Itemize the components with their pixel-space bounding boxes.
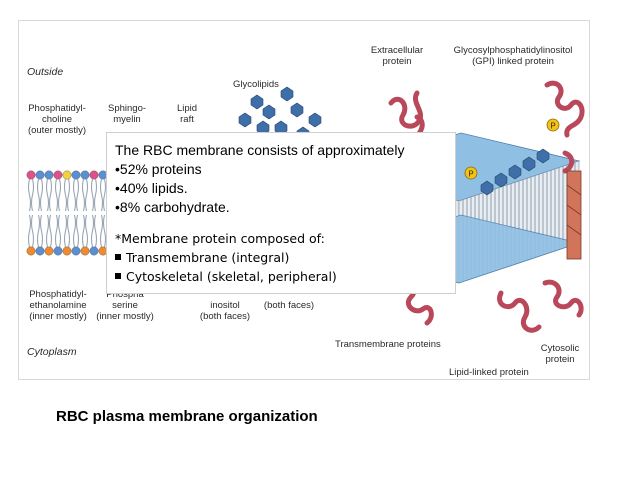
glycolipids-label: Glycolipids — [233, 79, 279, 90]
lipid-phosphate-marker — [464, 166, 478, 180]
extracellular-protein-label: Extracellular protein — [370, 45, 424, 67]
lipid-linked-protein-label: Lipid-linked protein — [449, 367, 529, 378]
composition-heading: The RBC membrane consists of approximate… — [115, 142, 405, 158]
figure-caption: RBC plasma membrane organization — [56, 408, 318, 425]
cholesterol-label: (both faces) — [263, 300, 315, 311]
lipid-linked-protein-coil — [497, 290, 542, 333]
lipid-p-label: P — [468, 170, 473, 179]
composition-lipids: •40% lipids. — [115, 180, 188, 196]
gpi-protein-label: Glycosylphosphatidylinositol (GPI) linke… — [453, 45, 573, 67]
square-bullet-icon — [115, 272, 121, 279]
sphingomyelin-label: Sphingo- myelin — [107, 103, 147, 125]
gpi-phosphate-marker — [546, 118, 560, 132]
gpi-p-label: P — [550, 122, 555, 131]
lipid-raft-label: Lipid raft — [176, 103, 198, 125]
cytosolic-protein-label: Cytosolic protein — [540, 343, 580, 365]
phosphatidylinositol-label: inositol (both faces) — [199, 300, 251, 322]
phosphatidylethanolamine-label: Phosphatidyl- ethanolamine (inner mostly… — [29, 289, 87, 322]
protein-type-item: Transmembrane (integral) — [115, 248, 447, 267]
extracellular-protein-coil — [388, 90, 423, 129]
gpi-glycan-chain — [480, 148, 550, 196]
phosphatidylcholine-label: Phosphatidyl- choline (outer mostly) — [27, 103, 87, 136]
square-bullet-icon — [115, 253, 121, 260]
cytosolic-protein-coil — [542, 279, 584, 318]
composition-proteins: •52% proteins — [115, 161, 202, 177]
cytoplasm-label: Cytoplasm — [27, 346, 77, 358]
phosphatidylserine-label: Phospha serine (inner mostly) — [96, 289, 154, 322]
gpi-protein-coil — [544, 80, 585, 138]
protein-types-heading: *Membrane protein composed of: — [115, 231, 325, 246]
transmembrane-proteins-label: Transmembrane proteins — [335, 339, 441, 350]
outside-label: Outside — [27, 66, 64, 78]
composition-carbohydrate: •8% carbohydrate. — [115, 199, 230, 215]
membrane-composition-box: The RBC membrane consists of approximate… — [106, 132, 456, 294]
protein-type-item: Cytoskeletal (skeletal, peripheral) — [115, 267, 447, 286]
